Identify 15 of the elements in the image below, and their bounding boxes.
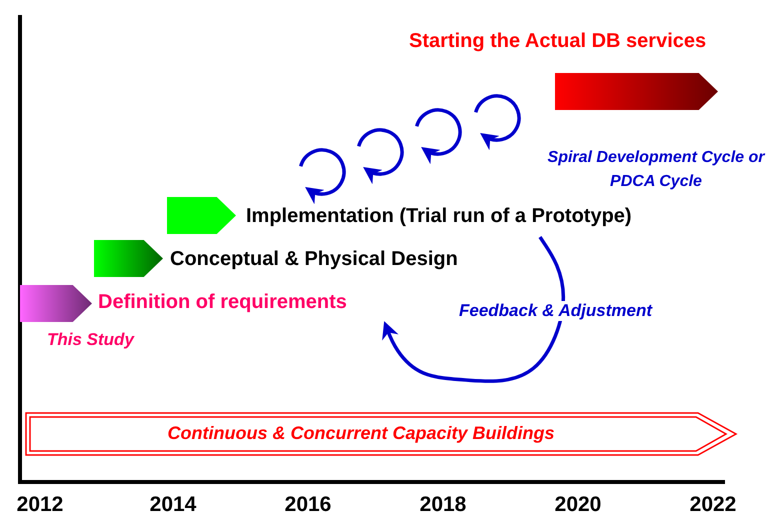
year-label: 2012 [16, 493, 64, 517]
edge-label: Feedback & Adjustment [457, 301, 654, 321]
phase-note: This Study [47, 330, 134, 350]
year-label: 2018 [418, 493, 468, 517]
annotation: Spiral Development Cycle or PDCA Cycle [546, 148, 766, 192]
year-label: 2022 [688, 493, 738, 517]
phase-label: Conceptual & Physical Design [170, 248, 458, 271]
feedback-arrow [382, 236, 566, 383]
year-label: 2020 [554, 493, 602, 517]
phase-label: Continuous & Concurrent Capacity Buildings [166, 423, 556, 444]
phase-label: Implementation (Trial run of a Prototype) [246, 205, 632, 228]
year-label: 2016 [284, 493, 332, 517]
year-label: 2014 [148, 493, 198, 517]
phase-label: Definition of requirements [98, 291, 347, 314]
heading: Starting the Actual DB services [409, 30, 706, 53]
